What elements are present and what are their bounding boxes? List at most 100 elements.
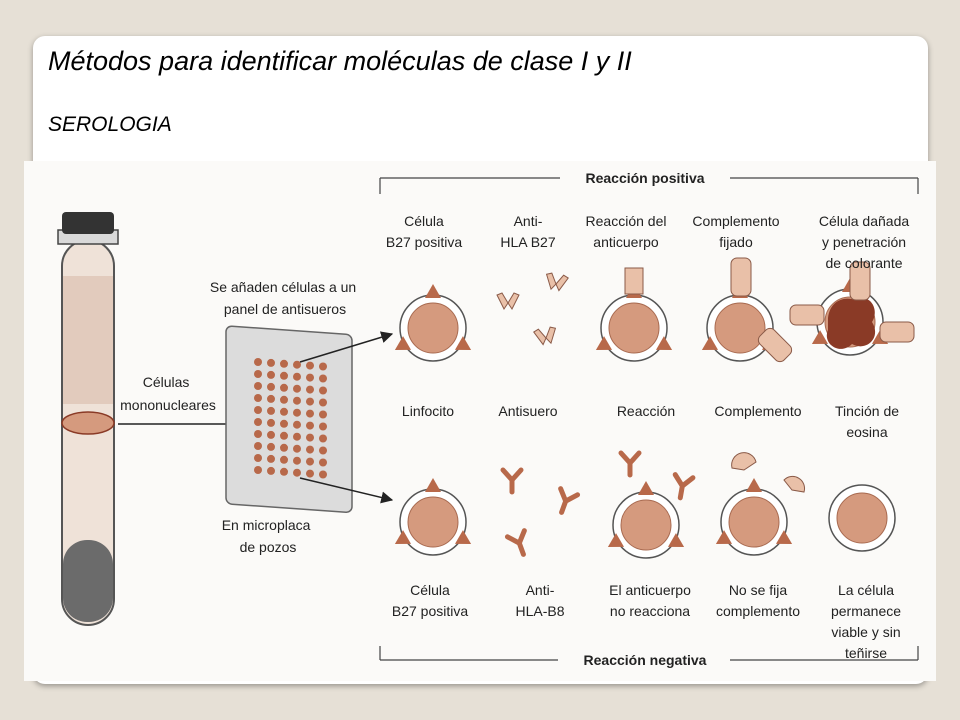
- well: [306, 445, 314, 454]
- well: [254, 394, 262, 402]
- well: [267, 466, 275, 475]
- lymphocyte-b27: [394, 284, 472, 362]
- bottom-labels-label: Anti-HLA-B8: [515, 582, 564, 619]
- panel-label: Se añaden células a un panel de antisuer…: [210, 279, 360, 317]
- well: [280, 395, 288, 404]
- well: [280, 467, 288, 476]
- anti-hla-b8: [558, 486, 581, 515]
- well: [267, 394, 275, 403]
- well: [254, 406, 262, 414]
- mononuclear-cell-band: [61, 411, 115, 435]
- negative-reaction-header: Reacción negativa: [584, 652, 707, 668]
- well: [293, 372, 301, 381]
- well: [267, 358, 275, 367]
- well: [293, 360, 301, 369]
- well: [267, 406, 275, 415]
- well: [319, 386, 327, 395]
- unbound-antibody: [672, 472, 696, 501]
- well: [254, 382, 262, 390]
- well: [319, 434, 327, 443]
- well: [280, 443, 288, 452]
- tube-red-cell-layer: [63, 540, 113, 622]
- well: [319, 362, 327, 371]
- well: [293, 456, 301, 465]
- unbound-antibody: [618, 450, 642, 478]
- well: [267, 430, 275, 439]
- microplate-wells: [254, 358, 327, 479]
- well: [306, 373, 314, 382]
- well: [306, 433, 314, 442]
- well: [254, 442, 262, 450]
- anti-hla-b27: [533, 326, 557, 346]
- well: [254, 466, 262, 474]
- top-labels-label: Anti-HLA B27: [500, 213, 555, 250]
- damaged-stained-cell: [789, 261, 915, 356]
- well: [280, 455, 288, 464]
- well: [306, 397, 314, 406]
- well: [306, 409, 314, 418]
- well: [306, 385, 314, 394]
- well: [254, 358, 262, 366]
- anti-hla-b8: [500, 467, 524, 495]
- well: [306, 361, 314, 370]
- well: [293, 396, 301, 405]
- well: [267, 370, 275, 379]
- slide-title: Métodos para identificar moléculas de cl…: [48, 46, 632, 76]
- well: [280, 383, 288, 392]
- well: [319, 458, 327, 467]
- well: [319, 470, 327, 479]
- mid-labels-label: Linfocito: [402, 403, 454, 419]
- well: [306, 469, 314, 478]
- well: [319, 398, 327, 407]
- diagram-panel: [24, 161, 936, 681]
- well: [293, 384, 301, 393]
- anti-hla-b27: [496, 292, 520, 310]
- viable-unstained-cell: [828, 484, 896, 552]
- microplate-body: [225, 325, 353, 513]
- well: [280, 431, 288, 440]
- arrow-to-positive: [299, 331, 394, 363]
- mid-labels-label: Reacción: [617, 403, 675, 419]
- well: [267, 442, 275, 451]
- well: [280, 359, 288, 368]
- well: [254, 430, 262, 438]
- no-reaction-cell: [607, 481, 685, 559]
- tube-plasma-layer: [63, 276, 113, 404]
- well: [254, 370, 262, 378]
- tube-cap: [62, 212, 114, 234]
- complement-fixed-cell: [701, 257, 793, 363]
- well: [254, 454, 262, 462]
- test-tube: [57, 212, 119, 626]
- well: [293, 420, 301, 429]
- well: [267, 418, 275, 427]
- well: [280, 371, 288, 380]
- well: [254, 418, 262, 426]
- well: [306, 421, 314, 430]
- mid-labels-label: Antisuero: [498, 403, 557, 419]
- negative-reaction-row: [394, 450, 896, 559]
- arrow-to-negative: [299, 477, 394, 504]
- well: [267, 454, 275, 463]
- well: [306, 457, 314, 466]
- lymphocyte-b27-negative: [394, 478, 472, 556]
- well: [319, 410, 327, 419]
- well: [280, 407, 288, 416]
- well: [267, 382, 275, 391]
- well: [319, 374, 327, 383]
- well: [319, 446, 327, 455]
- well: [280, 419, 288, 428]
- plate-label: En microplaca de pozos: [222, 517, 315, 555]
- mid-labels-label: Complemento: [714, 403, 801, 419]
